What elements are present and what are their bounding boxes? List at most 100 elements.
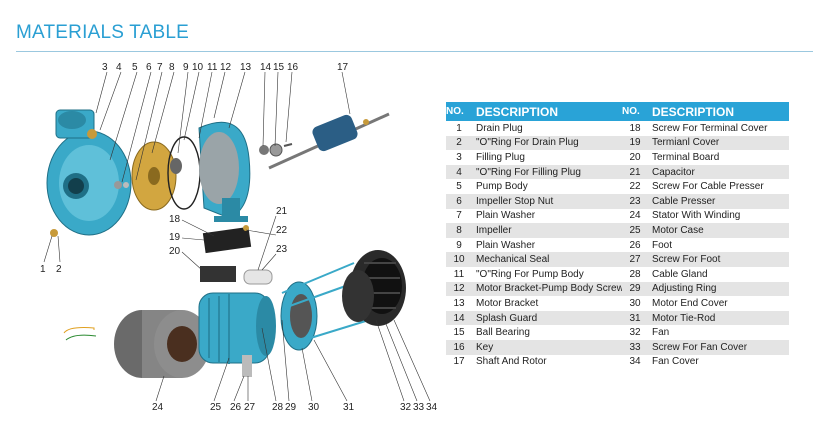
cell-part-number: 13 bbox=[446, 296, 472, 311]
header-no: NO. bbox=[622, 102, 648, 121]
cell-part-description: Key bbox=[472, 339, 622, 355]
callout-18: 18 bbox=[169, 214, 181, 225]
stator-illustration bbox=[63, 310, 210, 378]
cell-part-description: Shaft And Rotor bbox=[472, 354, 622, 370]
cell-part-number: 24 bbox=[622, 208, 648, 224]
cell-part-number: 22 bbox=[622, 179, 648, 194]
cell-part-description: Foot bbox=[648, 237, 789, 253]
cell-part-description: Drain Plug bbox=[472, 121, 622, 136]
cell-part-description: "O"Ring For Drain Plug bbox=[472, 135, 622, 151]
callout-1: 1 bbox=[40, 264, 46, 275]
cell-part-description: Screw For Foot bbox=[648, 252, 789, 267]
cell-part-number: 5 bbox=[446, 179, 472, 194]
callout-4: 4 bbox=[116, 62, 122, 73]
callout-21: 21 bbox=[276, 206, 288, 217]
cell-part-number: 25 bbox=[622, 223, 648, 238]
cell-part-description: Motor End Cover bbox=[648, 296, 789, 311]
cell-part-number: 14 bbox=[446, 310, 472, 326]
cell-part-number: 23 bbox=[622, 193, 648, 209]
cell-part-number: 17 bbox=[446, 354, 472, 370]
cell-part-number: 6 bbox=[446, 193, 472, 209]
motor-bracket-illustration bbox=[198, 121, 251, 222]
cell-part-description: Mechanical Seal bbox=[472, 252, 622, 267]
cell-part-number: 1 bbox=[446, 121, 472, 136]
callout-2: 2 bbox=[56, 264, 62, 275]
cell-part-description: Fan bbox=[648, 325, 789, 340]
callout-17: 17 bbox=[337, 62, 349, 73]
cell-part-number: 18 bbox=[622, 121, 648, 136]
callout-31: 31 bbox=[343, 402, 355, 413]
cell-part-number: 32 bbox=[622, 325, 648, 340]
callout-10: 10 bbox=[192, 62, 204, 73]
cell-part-number: 21 bbox=[622, 164, 648, 180]
callout-12: 12 bbox=[220, 62, 232, 73]
bearing-illustration bbox=[259, 143, 293, 157]
cell-part-number: 29 bbox=[622, 281, 648, 297]
callout-9: 9 bbox=[183, 62, 189, 73]
terminal-box-illustration bbox=[200, 225, 273, 285]
cell-part-number: 11 bbox=[446, 266, 472, 282]
page-title: MATERIALS TABLE bbox=[16, 22, 189, 43]
cell-part-number: 9 bbox=[446, 237, 472, 253]
callout-5: 5 bbox=[132, 62, 138, 73]
cell-part-description: Impeller bbox=[472, 223, 622, 238]
cell-part-description: Pump Body bbox=[472, 179, 622, 194]
shaft-rotor-illustration bbox=[268, 112, 390, 170]
callout-34: 34 bbox=[426, 402, 438, 413]
cell-part-description: Motor Bracket bbox=[472, 296, 622, 311]
callout-23: 23 bbox=[276, 244, 288, 255]
callout-26: 26 bbox=[230, 402, 242, 413]
callout-27: 27 bbox=[244, 402, 256, 413]
cell-part-number: 4 bbox=[446, 164, 472, 180]
cell-part-number: 20 bbox=[622, 150, 648, 165]
callout-32: 32 bbox=[400, 402, 412, 413]
cell-part-description: Ball Bearing bbox=[472, 325, 622, 340]
end-cover-illustration bbox=[280, 262, 370, 351]
cell-part-description: Capacitor bbox=[648, 164, 789, 180]
callouts-right: 21 22 23 bbox=[245, 206, 288, 271]
cell-part-description: "O"Ring For Pump Body bbox=[472, 266, 622, 282]
cell-part-description: Plain Washer bbox=[472, 208, 622, 224]
cell-part-description: Screw For Terminal Cover bbox=[648, 121, 789, 136]
cell-part-number: 33 bbox=[622, 339, 648, 355]
cell-part-description: Motor Bracket-Pump Body Screw bbox=[472, 281, 622, 297]
cell-part-description: Screw For Cable Presser bbox=[648, 179, 789, 194]
callout-16: 16 bbox=[287, 62, 299, 73]
cell-part-number: 16 bbox=[446, 339, 472, 355]
cell-part-number: 19 bbox=[622, 135, 648, 151]
cell-part-number: 3 bbox=[446, 150, 472, 165]
cell-part-description: Fan Cover bbox=[648, 354, 789, 370]
callout-24: 24 bbox=[152, 402, 164, 413]
callout-19: 19 bbox=[169, 232, 181, 243]
title-divider bbox=[16, 51, 813, 52]
exploded-pump-diagram: 3 4 5 6 7 8 9 10 11 12 13 14 15 16 17 1 … bbox=[40, 62, 438, 413]
cell-part-number: 34 bbox=[622, 354, 648, 370]
header-no: NO. bbox=[446, 102, 472, 121]
callout-25: 25 bbox=[210, 402, 222, 413]
cell-part-number: 26 bbox=[622, 237, 648, 253]
cell-part-description: Screw For Fan Cover bbox=[648, 339, 789, 355]
callout-20: 20 bbox=[169, 246, 181, 257]
cell-part-description: Motor Tie-Rod bbox=[648, 310, 789, 326]
cell-part-number: 12 bbox=[446, 281, 472, 297]
table-header-row: NO. DESCRIPTION NO. DESCRIPTION bbox=[446, 102, 789, 121]
cell-part-description: Stator With Winding bbox=[648, 208, 789, 224]
cell-part-description: Cable Gland bbox=[648, 266, 789, 282]
callout-6: 6 bbox=[146, 62, 152, 73]
callout-29: 29 bbox=[285, 402, 297, 413]
cell-part-number: 15 bbox=[446, 325, 472, 340]
